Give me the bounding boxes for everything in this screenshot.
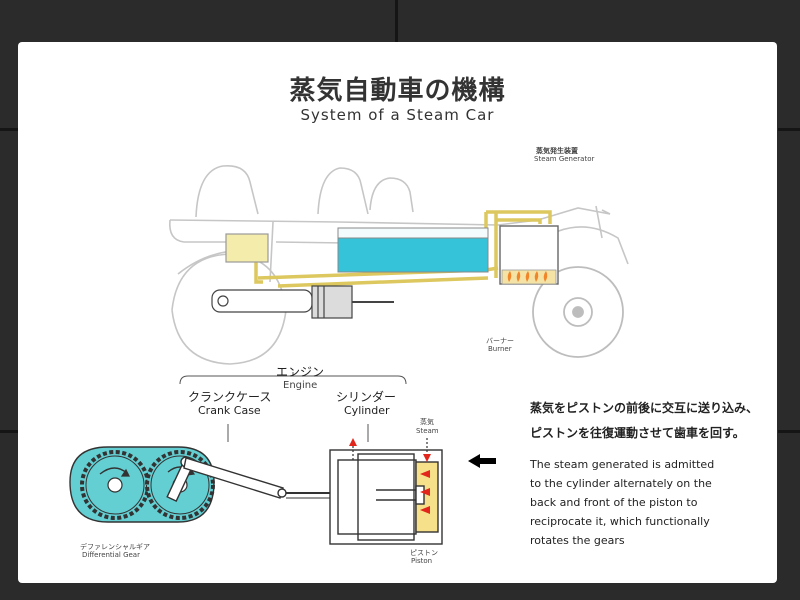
pointer-arrow-icon [468, 454, 496, 468]
description-en-line-2: to the cylinder alternately on the [530, 477, 712, 490]
crank-case-label-ja: クランクケース [188, 390, 272, 404]
fuel-tank [225, 233, 269, 263]
steam-generator-label-en: Steam Generator [534, 155, 595, 163]
connecting-rod [166, 456, 398, 502]
diff-gear-label-ja: デファレンシャルギア [80, 543, 150, 551]
description-en-line-1: The steam generated is admitted [530, 458, 715, 471]
engine-label-ja: エンジン [276, 365, 325, 379]
steam-generator-label-ja: 蒸気発生装置 [536, 147, 578, 155]
steam-car-diagram [69, 165, 629, 545]
cylinder-label-ja: シリンダー [336, 390, 397, 404]
left-gear [80, 450, 150, 520]
wall-tile-line [0, 128, 18, 131]
water-tank [337, 237, 489, 273]
description-ja-line-2: ピストンを往復運動させて歯車を回す。 [530, 426, 745, 440]
piston-label-ja: ピストン [410, 549, 438, 557]
engine-assembly [211, 285, 394, 319]
cylinder-label-en: Cylinder [344, 404, 390, 417]
wall-tile-line [0, 430, 18, 433]
info-panel: 蒸気自動車の機構 System of a Steam Car 蒸気発生装置 St… [18, 42, 777, 583]
engine-callout [179, 372, 407, 442]
wall-tile-line [395, 0, 398, 42]
description-en-line-3: back and front of the piston to [530, 496, 698, 509]
diff-gear-label-en: Differential Gear [82, 551, 140, 559]
piston-label-en: Piston [411, 557, 433, 565]
burner-label-ja: バーナー [486, 337, 514, 345]
page-subtitle: System of a Steam Car [300, 106, 495, 124]
crank-case-label-en: Crank Case [198, 404, 261, 417]
wall-tile-line [778, 128, 800, 131]
cylinder [329, 449, 443, 545]
wall-tile-line [778, 430, 800, 433]
steam-label-ja: 蒸気 [420, 418, 434, 426]
burner-label-en: Burner [488, 345, 512, 353]
description-en-line-5: rotates the gears [530, 534, 625, 547]
burner-flames [507, 271, 548, 282]
description-ja-line-1: 蒸気をピストンの前後に交互に送り込み、 [530, 401, 759, 415]
description-en-line-4: reciprocate it, which functionally [530, 515, 710, 528]
steam-label-en: Steam [416, 427, 439, 435]
steam-in-arrow [423, 438, 431, 462]
front-wheel [532, 266, 624, 358]
steam-out-arrow [349, 438, 357, 462]
steam-flow-arrows [420, 470, 430, 514]
page-title: 蒸気自動車の機構 [289, 76, 506, 106]
engine-label-en: Engine [283, 380, 318, 391]
